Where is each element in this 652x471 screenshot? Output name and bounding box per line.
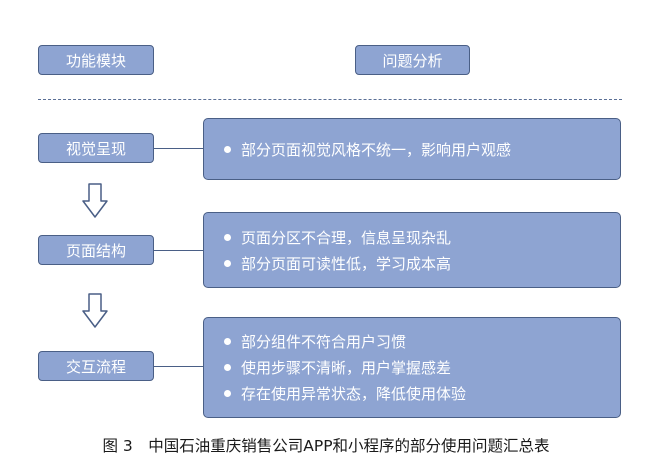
connector-3 (154, 366, 203, 367)
bullet-icon (224, 233, 231, 241)
down-arrow-icon (82, 293, 108, 328)
issue-box-structure: 页面分区不合理，信息呈现杂乱 部分页面可读性低，学习成本高 (203, 212, 621, 288)
issue-text: 部分页面可读性低，学习成本高 (241, 254, 452, 273)
connector-2 (154, 250, 203, 251)
bullet-icon (224, 338, 231, 345)
bullet-icon (224, 259, 231, 267)
issue-text: 部分页面视觉风格不统一，影响用户观感 (241, 140, 512, 159)
issue-item: 部分页面视觉风格不统一，影响用户观感 (224, 136, 620, 162)
issue-text: 使用步骤不清晰，用户掌握感差 (241, 359, 452, 377)
issue-item: 使用步骤不清晰，用户掌握感差 (224, 355, 620, 381)
issue-item: 存在使用异常状态，降低使用体验 (224, 381, 620, 407)
step-page-structure: 页面结构 (38, 235, 154, 265)
issue-text: 部分组件不符合用户习惯 (241, 333, 407, 351)
down-arrow-icon (82, 183, 108, 218)
connector-1 (154, 148, 203, 149)
header-problem-analysis: 问题分析 (355, 45, 470, 75)
bullet-icon (224, 390, 231, 397)
divider-line (38, 99, 622, 100)
issue-box-visual: 部分页面视觉风格不统一，影响用户观感 (203, 118, 621, 180)
issue-item: 部分页面可读性低，学习成本高 (224, 250, 620, 276)
figure-caption: 图 3 中国石油重庆销售公司APP和小程序的部分使用问题汇总表 (102, 437, 550, 455)
step-interaction-flow: 交互流程 (38, 351, 154, 381)
step-visual-presentation: 视觉呈现 (38, 133, 154, 163)
issue-item: 部分组件不符合用户习惯 (224, 329, 620, 355)
bullet-icon (224, 364, 231, 371)
issue-box-interaction: 部分组件不符合用户习惯 使用步骤不清晰，用户掌握感差 存在使用异常状态，降低使用… (203, 317, 621, 418)
issue-text: 页面分区不合理，信息呈现杂乱 (241, 228, 452, 247)
issue-item: 页面分区不合理，信息呈现杂乱 (224, 224, 620, 250)
bullet-icon (224, 145, 231, 153)
issue-text: 存在使用异常状态，降低使用体验 (241, 385, 467, 403)
header-function-module: 功能模块 (38, 45, 154, 75)
